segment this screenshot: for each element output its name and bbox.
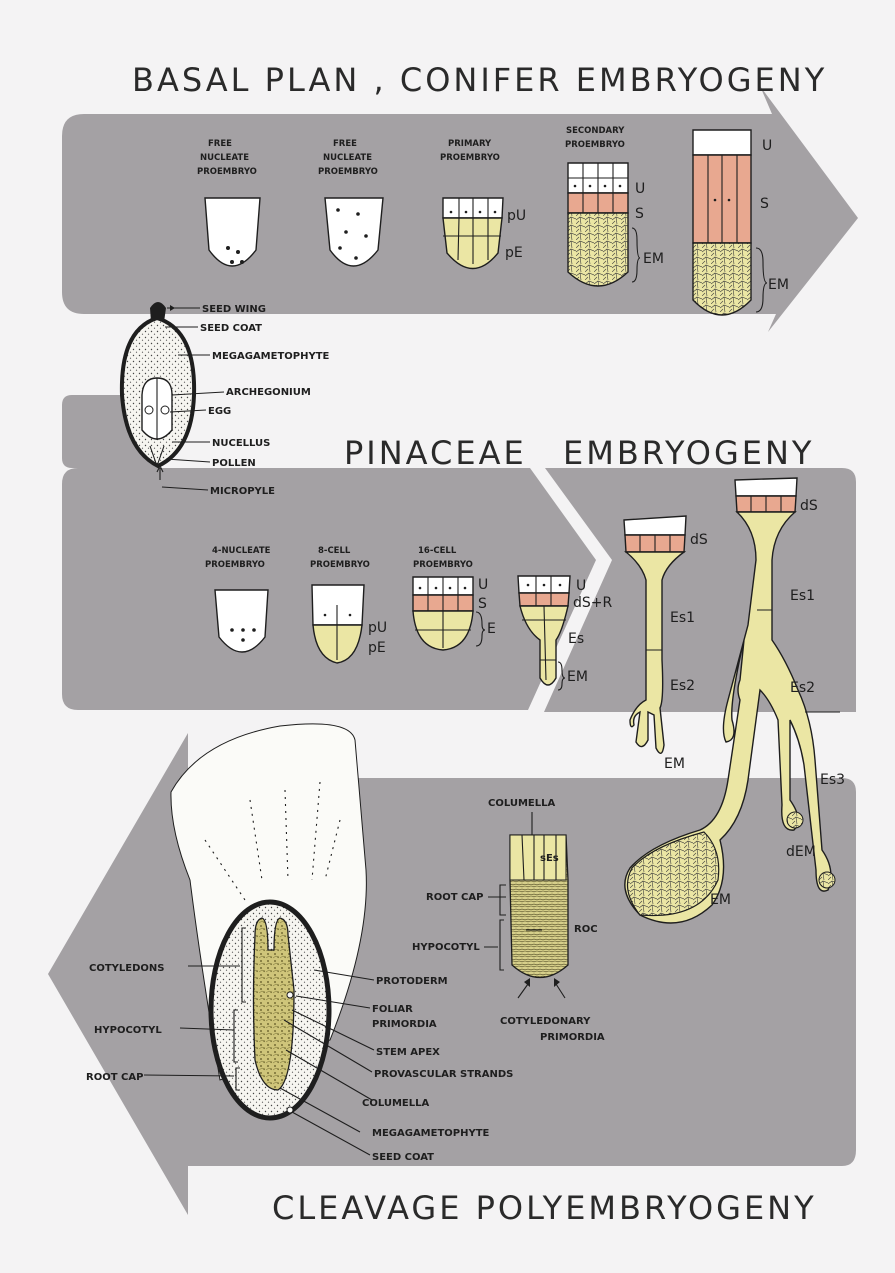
basal-stage-4-label-b: PROEMBRYO [565,140,625,150]
pinaceae-pE: pE [368,640,386,656]
basal-U-small: U [635,181,645,197]
pinaceae-EM-b: EM [664,756,685,772]
pinaceae-stage-2-label-b: PROEMBRYO [310,560,370,570]
label-nucellus: NUCELLUS [212,438,270,449]
basal-stage-1-label-b: NUCLEATE [200,153,249,163]
pinaceae-S: S [478,596,487,612]
pinaceae-stage-2-label-a: 8-CELL [318,546,351,556]
label-cotyledons: COTYLEDONS [89,963,164,974]
pinaceae-Es2-a: Es2 [670,678,695,694]
basal-stage-2-label-b: NUCLEATE [323,153,372,163]
label-primordia: PRIMORDIA [372,1019,437,1030]
pinaceae-dS-R: dS+R [573,595,613,611]
label-hypocotyl: HYPOCOTYL [94,1025,162,1036]
pinaceae-U-b: U [576,578,586,594]
pinaceae-dS-b: dS [800,498,818,514]
pinaceae-E: E [487,621,496,637]
label-root-cap-detail: ROOT CAP [426,892,483,903]
label-cotyledonary: COTYLEDONARY [500,1016,591,1027]
label-hypocotyl-detail: HYPOCOTYL [412,942,480,953]
title-embryogeny: EMBRYOGENY [563,434,814,472]
label-seed-coat: SEED COAT [200,323,262,334]
label-foliar: FOLIAR [372,1004,413,1015]
pinaceae-Es: Es [568,631,584,647]
title-pinaceae: PINACEAE [344,434,527,472]
label-megagametophyte-b: MEGAGAMETOPHYTE [372,1128,490,1139]
basal-EM-small: EM [643,251,664,267]
label-root-cap: ROOT CAP [86,1072,143,1083]
pinaceae-EM-c: EM [710,892,731,908]
pinaceae-dS-a: dS [690,532,708,548]
basal-EM-large: EM [768,277,789,293]
label-provascular-strands: PROVASCULAR STRANDS [374,1069,513,1080]
pinaceae-stage-1-label-b: PROEMBRYO [205,560,265,570]
pinaceae-Es1-b: Es1 [790,588,815,604]
label-pollen: POLLEN [212,458,256,469]
basal-stage-2-label-a: FREE [333,139,357,149]
pinaceae-Es2-b: Es2 [790,680,815,696]
basal-stage-1-label-c: PROEMBRYO [197,167,257,177]
pinaceae-stage-3-label-b: PROEMBRYO [413,560,473,570]
pinaceae-stage-3-label-a: 16-CELL [418,546,457,556]
basal-stage-4-label-a: SECONDARY [566,126,625,136]
basal-stage-1-label-a: FREE [208,139,232,149]
pinaceae-stage-1-label-a: 4-NUCLEATE [212,546,271,556]
label-sEs: sEs [540,853,559,864]
pinaceae-U: U [478,577,488,593]
basal-S-small: S [635,206,644,222]
pinaceae-Es3: Es3 [820,772,845,788]
label-micropyle: MICROPYLE [210,486,275,497]
basal-S-large: S [760,196,769,212]
label-seed-wing: SEED WING [202,304,266,315]
basal-stage-2-label-c: PROEMBRYO [318,167,378,177]
label-columella: COLUMELLA [362,1098,430,1109]
label-egg: EGG [208,406,231,417]
label-megagametophyte: MEGAGAMETOPHYTE [212,351,330,362]
label-primordia-detail: PRIMORDIA [540,1032,605,1043]
pinaceae-pU: pU [368,620,387,636]
title-cleavage-polyembryogeny: CLEAVAGE POLYEMBRYOGENY [272,1189,817,1227]
label-columella-top: COLUMELLA [488,798,556,809]
basal-proembryo-1 [205,198,260,266]
label-stem-apex: STEM APEX [376,1047,440,1058]
label-seed-coat-b: SEED COAT [372,1152,434,1163]
label-protoderm: PROTODERM [376,976,448,987]
label-archegonium: ARCHEGONIUM [226,387,311,398]
pinaceae-Es1-a: Es1 [670,610,695,626]
basal-stage-3-label-a: PRIMARY [448,139,492,149]
basal-pE: pE [505,245,523,261]
label-roc: ROC [574,924,598,935]
basal-U-large: U [762,138,772,154]
title-basal-plan: BASAL PLAN , CONIFER EMBRYOGENY [132,61,827,99]
basal-pU: pU [507,208,526,224]
basal-stage-3-label-b: PROEMBRYO [440,153,500,163]
pinaceae-EM-a: EM [567,669,588,685]
pinaceae-dEM: dEM [786,844,816,860]
